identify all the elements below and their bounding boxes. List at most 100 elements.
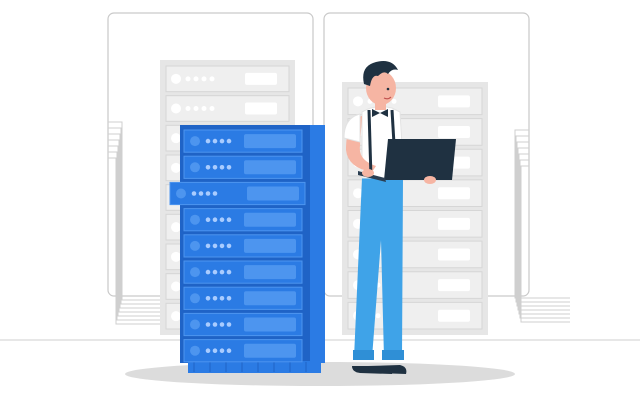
rack-led [212,165,218,170]
rack-drive-slot [244,265,296,280]
rack-unit-button [190,267,200,278]
cable [108,157,162,325]
cable [108,121,162,301]
rack-led [198,191,204,196]
rack-unit-button [171,222,181,233]
hand [424,176,436,184]
sleeve [343,113,361,143]
hair [363,61,398,86]
suspender-left [367,109,373,179]
rack-unit-button [171,281,181,292]
rack-drive-slot [438,95,470,108]
blue-rack-unit [183,234,303,258]
rack-drive-slot [244,160,296,175]
bow-tie [372,109,388,117]
rack-led [226,296,232,301]
rack-led [226,269,232,275]
rack-led [185,106,191,111]
rack-led [212,138,218,144]
rack-led [226,217,232,222]
eye [386,87,390,91]
pants [354,178,403,358]
server-rack-icon [169,125,325,373]
rack-unit-button [171,133,181,144]
rack-unit-button [171,311,181,322]
rack-led [375,313,381,319]
rack-unit-button [190,345,200,356]
mouth [383,96,392,100]
rack-led [193,76,199,82]
rack-drive-slot [244,134,296,149]
rack-unit-button [190,136,200,147]
rack-unit-button [171,162,181,173]
rack-drive-slot [438,217,470,230]
blue-rack-unit [183,312,303,337]
rack-led [209,76,215,82]
cable [108,139,162,313]
cable-lines [108,121,570,325]
rack-unit-button [171,103,181,114]
rack-unit-button [171,251,181,262]
cable [108,145,162,317]
rack-unit-button [190,214,200,225]
rack-led [219,217,225,222]
rack-led [201,106,207,111]
rack-drive-slot [438,279,470,292]
rack-led [219,269,225,275]
rack-led [205,296,211,301]
cable [519,159,570,319]
blue-rack-unit [169,181,306,206]
rack-led [205,138,211,144]
rack-led [205,348,211,354]
rack-led [209,106,215,111]
head [366,71,396,105]
rack-led [219,322,225,327]
rack-led [219,165,225,170]
rack-led [212,217,218,222]
rack-drive-slot [438,309,470,322]
rack-led [193,106,199,111]
blue-rack-unit [183,286,303,310]
rack-led [205,243,211,249]
blue-rack-unit [183,155,303,179]
rack-drive-slot [245,72,277,85]
rack-led [212,296,218,301]
blue-rack-unit [183,208,303,232]
rack-drive-slot [245,102,277,115]
rack-led [212,322,218,327]
rack-drive-slot [244,291,296,306]
cable [515,135,570,303]
rack-led [226,243,232,249]
rack-led [201,76,207,82]
rack-led [226,322,232,327]
rack-drive-slot [244,212,296,227]
rack-side [310,125,325,363]
rack-unit-button [190,293,200,304]
laptop-screen [384,139,456,180]
rack-drive-slot [438,187,470,200]
rack-drive-slot [244,317,296,332]
blue-rack-unit [183,129,303,153]
rack-unit-button [171,73,181,84]
cable [520,165,570,323]
rack-drive-slot [247,186,299,201]
rack-led [212,243,218,249]
rack-base [188,361,321,373]
cable [514,129,570,299]
rack-led [191,191,197,196]
rack-unit-button [353,96,363,107]
rack-led [226,165,232,170]
rack-led [219,348,225,354]
rack-drive-slot [244,238,296,253]
rack-led [219,138,225,144]
cable [517,147,570,311]
left-cuff [353,350,374,360]
cable [516,141,570,307]
cable [108,133,162,309]
rack-unit-button [190,319,200,330]
blue-rack-unit [183,339,303,363]
rack-led [212,269,218,275]
blue-rack-unit [183,260,303,284]
rack-led [226,138,232,144]
